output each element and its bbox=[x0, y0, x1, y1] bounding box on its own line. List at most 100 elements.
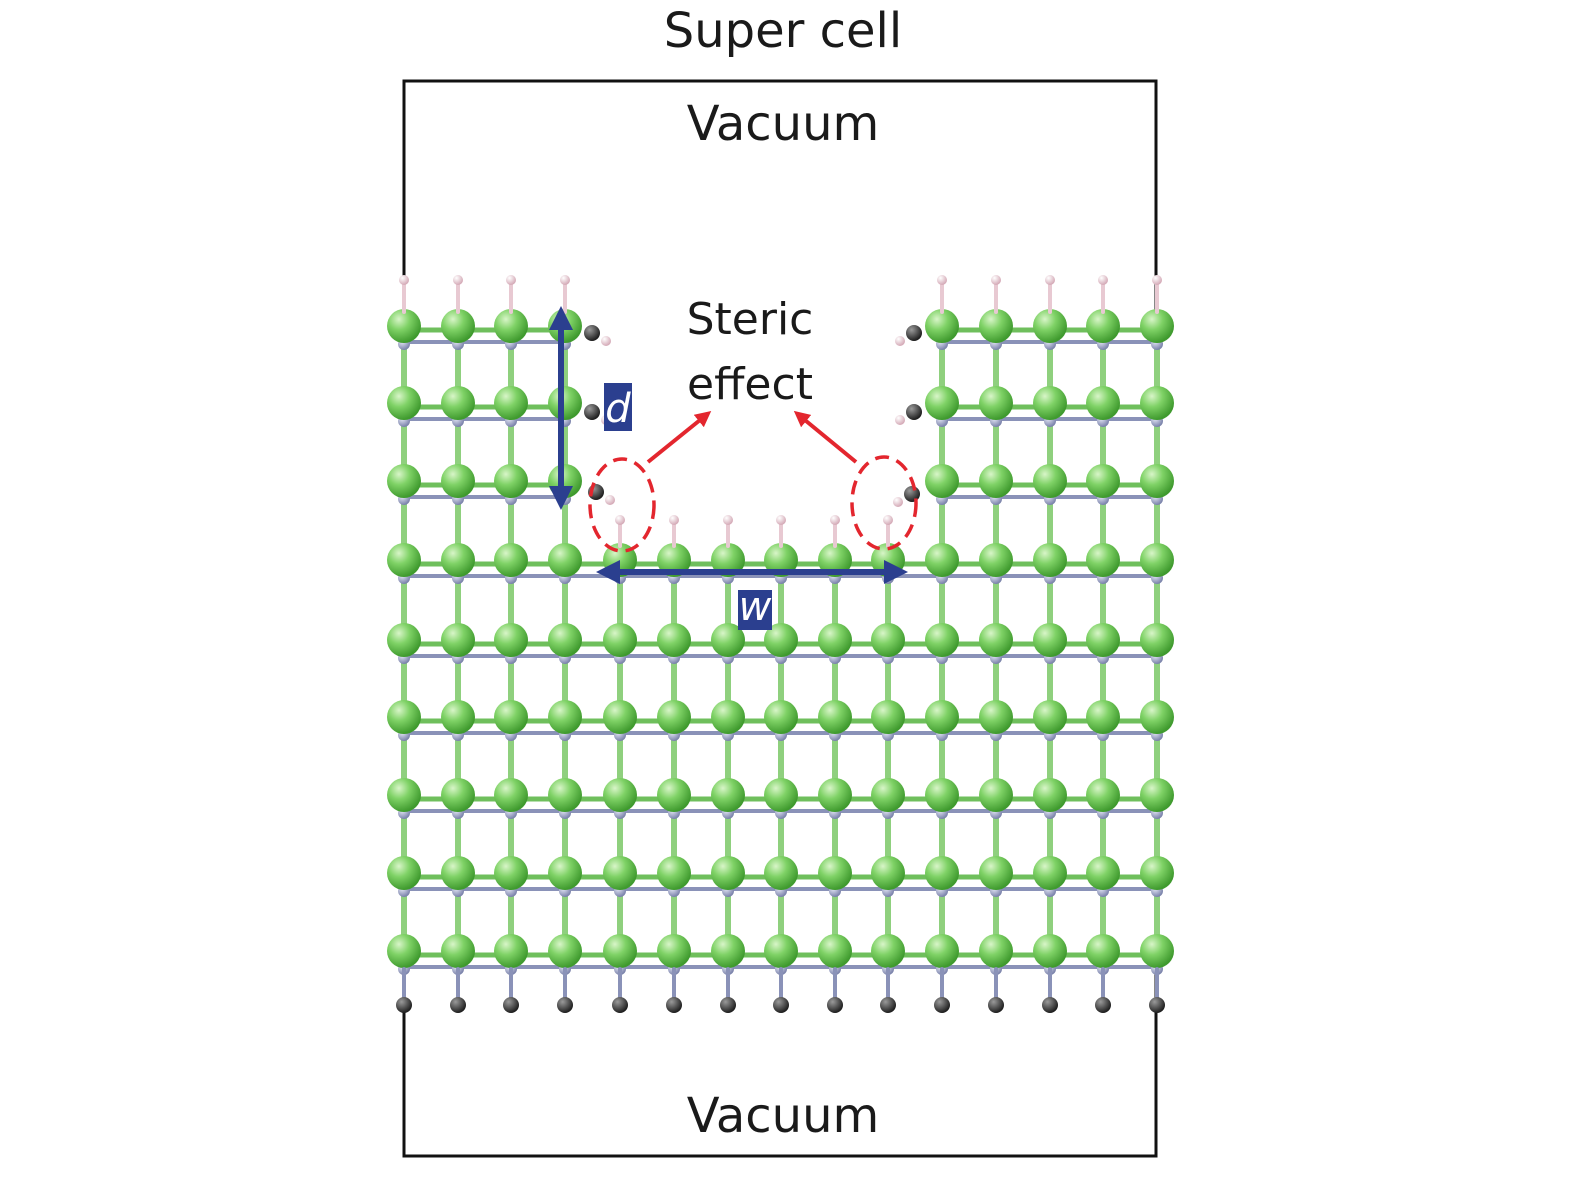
steric-effect-label-line1: Steric bbox=[687, 294, 814, 345]
steric-effect-label-line2: effect bbox=[687, 359, 813, 410]
green-atom bbox=[1086, 934, 1120, 968]
green-atom bbox=[494, 778, 528, 812]
dark-atom bbox=[988, 997, 1004, 1013]
green-atom bbox=[1140, 778, 1174, 812]
green-atom bbox=[979, 856, 1013, 890]
green-atom bbox=[494, 934, 528, 968]
green-atom bbox=[494, 543, 528, 577]
vacuum-top-label: Vacuum bbox=[687, 96, 880, 152]
depth-label: d bbox=[605, 386, 631, 432]
hydrogen-atom bbox=[399, 275, 409, 285]
green-atom bbox=[603, 700, 637, 734]
green-atom bbox=[441, 700, 475, 734]
green-atom bbox=[603, 623, 637, 657]
dark-atom bbox=[1095, 997, 1111, 1013]
hydrogen-atom bbox=[883, 515, 893, 525]
hydrogen-atom bbox=[453, 275, 463, 285]
dark-atom bbox=[396, 997, 412, 1013]
dark-atom bbox=[666, 997, 682, 1013]
green-atom bbox=[1140, 309, 1174, 343]
hydrogen-atom bbox=[991, 275, 1001, 285]
green-atom bbox=[387, 700, 421, 734]
green-atom bbox=[441, 623, 475, 657]
dark-atom bbox=[934, 997, 950, 1013]
green-atom bbox=[548, 309, 582, 343]
hydrogen-atom bbox=[560, 275, 570, 285]
dark-atom bbox=[450, 997, 466, 1013]
green-atom bbox=[1086, 386, 1120, 420]
green-atom bbox=[657, 778, 691, 812]
hydrogen-atom bbox=[830, 515, 840, 525]
green-atom bbox=[548, 700, 582, 734]
green-atom bbox=[871, 778, 905, 812]
green-atom bbox=[1033, 464, 1067, 498]
green-atom bbox=[1086, 464, 1120, 498]
green-atom bbox=[711, 934, 745, 968]
green-atom bbox=[1140, 700, 1174, 734]
green-atom bbox=[818, 934, 852, 968]
green-atom bbox=[1086, 623, 1120, 657]
green-atom bbox=[979, 778, 1013, 812]
green-atom bbox=[925, 386, 959, 420]
green-atom bbox=[711, 623, 745, 657]
green-atom bbox=[764, 623, 798, 657]
green-atom bbox=[1140, 623, 1174, 657]
green-atom bbox=[441, 543, 475, 577]
dark-atom bbox=[557, 997, 573, 1013]
green-atom bbox=[1140, 934, 1174, 968]
vacuum-bottom-label: Vacuum bbox=[687, 1088, 880, 1144]
green-atom bbox=[925, 934, 959, 968]
green-atom bbox=[871, 934, 905, 968]
green-atom bbox=[494, 623, 528, 657]
dark-atom bbox=[503, 997, 519, 1013]
green-atom bbox=[603, 778, 637, 812]
green-atom bbox=[1140, 386, 1174, 420]
green-atom bbox=[387, 309, 421, 343]
hydrogen-atom bbox=[506, 275, 516, 285]
green-atom bbox=[1033, 778, 1067, 812]
hydrogen-atom bbox=[893, 497, 903, 507]
dark-atom bbox=[1149, 997, 1165, 1013]
green-atom bbox=[925, 309, 959, 343]
dark-atom bbox=[827, 997, 843, 1013]
green-atom bbox=[925, 623, 959, 657]
hydrogen-atom bbox=[601, 336, 611, 346]
green-atom bbox=[387, 934, 421, 968]
green-atom bbox=[441, 856, 475, 890]
green-atom bbox=[494, 700, 528, 734]
hydrogen-atom bbox=[1152, 275, 1162, 285]
hydrogen-atom bbox=[895, 336, 905, 346]
green-atom bbox=[441, 934, 475, 968]
steric-arrow-right bbox=[793, 410, 858, 464]
green-atom bbox=[548, 543, 582, 577]
green-atom bbox=[764, 778, 798, 812]
hydrogen-atom bbox=[1045, 275, 1055, 285]
green-atom bbox=[764, 700, 798, 734]
green-atom bbox=[711, 856, 745, 890]
green-atom bbox=[764, 856, 798, 890]
green-atom bbox=[657, 700, 691, 734]
green-atom bbox=[1086, 856, 1120, 890]
green-atom bbox=[387, 386, 421, 420]
dark-atom bbox=[773, 997, 789, 1013]
green-atom bbox=[1033, 856, 1067, 890]
dark-atom bbox=[720, 997, 736, 1013]
green-atom bbox=[1033, 623, 1067, 657]
green-atom bbox=[925, 856, 959, 890]
green-atom bbox=[494, 309, 528, 343]
green-atom bbox=[1086, 543, 1120, 577]
green-atom bbox=[387, 856, 421, 890]
green-atom bbox=[979, 386, 1013, 420]
green-atom bbox=[979, 464, 1013, 498]
green-atom bbox=[979, 309, 1013, 343]
green-atom bbox=[387, 623, 421, 657]
green-atom bbox=[548, 856, 582, 890]
hydrogen-atom bbox=[669, 515, 679, 525]
green-atom bbox=[1033, 700, 1067, 734]
green-atom bbox=[925, 543, 959, 577]
green-atom bbox=[1033, 934, 1067, 968]
green-atom bbox=[657, 934, 691, 968]
dark-atom bbox=[612, 997, 628, 1013]
green-atom bbox=[1140, 543, 1174, 577]
